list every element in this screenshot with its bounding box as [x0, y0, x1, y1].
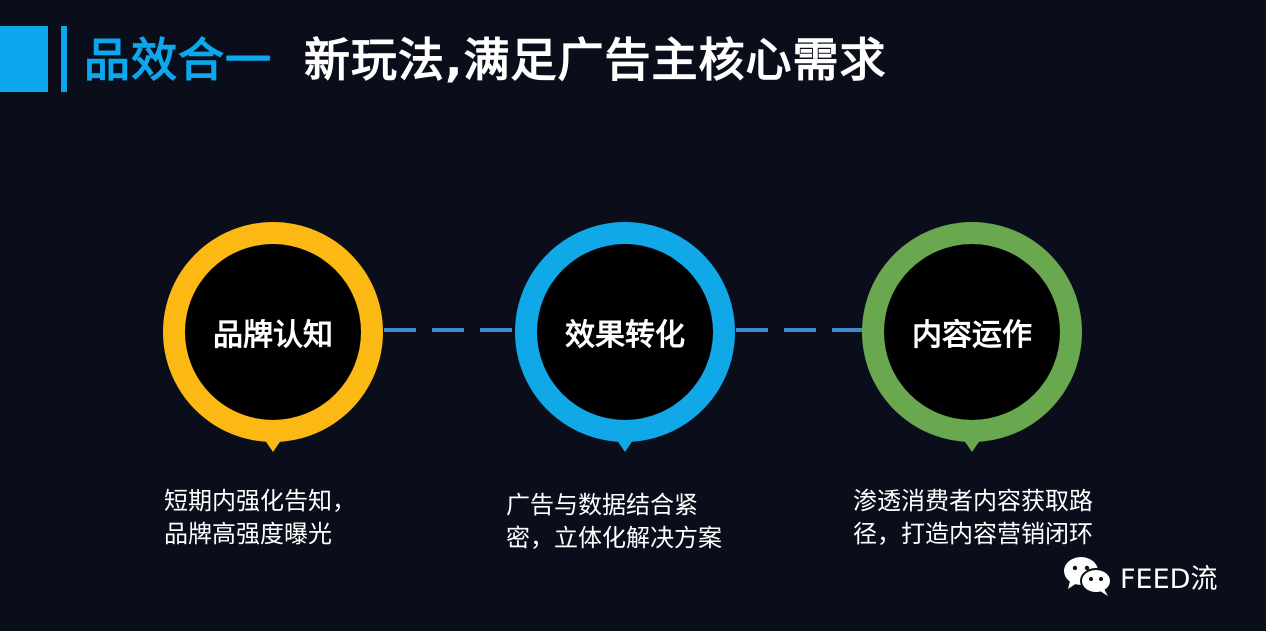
step-description: 渗透消费者内容获取路 径，打造内容营销闭环 [853, 485, 1093, 551]
step-description-line: 广告与数据结合紧 [506, 491, 698, 519]
step-description-line: 密，立体化解决方案 [506, 524, 722, 552]
pin-core: 内容运作 [884, 244, 1060, 420]
step-content-operation: 内容运作 [862, 222, 1082, 462]
page-title: 新玩法,满足广告主核心需求 [304, 33, 887, 87]
wechat-icon [1064, 557, 1112, 596]
watermark: FEED流 [1062, 555, 1217, 597]
step-description-line: 短期内强化告知， [164, 487, 356, 515]
title-accent-bar [61, 26, 67, 92]
title-lead: 品效合一 [84, 33, 272, 87]
step-brand-awareness: 品牌认知 [163, 222, 383, 462]
connector-1-2 [384, 328, 512, 332]
connector-2-3 [736, 328, 864, 332]
step-label: 品牌认知 [213, 318, 333, 353]
pin-core: 效果转化 [537, 244, 713, 420]
step-label: 内容运作 [912, 318, 1032, 353]
step-label: 效果转化 [565, 318, 685, 353]
watermark-text: FEED流 [1120, 563, 1218, 595]
step-description-line: 品牌高强度曝光 [164, 520, 332, 548]
step-conversion: 效果转化 [515, 222, 735, 462]
step-description-line: 渗透消费者内容获取路 [853, 487, 1093, 515]
pin-core: 品牌认知 [185, 244, 361, 420]
step-description: 广告与数据结合紧 密，立体化解决方案 [506, 489, 722, 555]
step-description: 短期内强化告知， 品牌高强度曝光 [164, 485, 356, 551]
title-accent-block [0, 26, 48, 92]
step-description-line: 径，打造内容营销闭环 [853, 520, 1093, 548]
